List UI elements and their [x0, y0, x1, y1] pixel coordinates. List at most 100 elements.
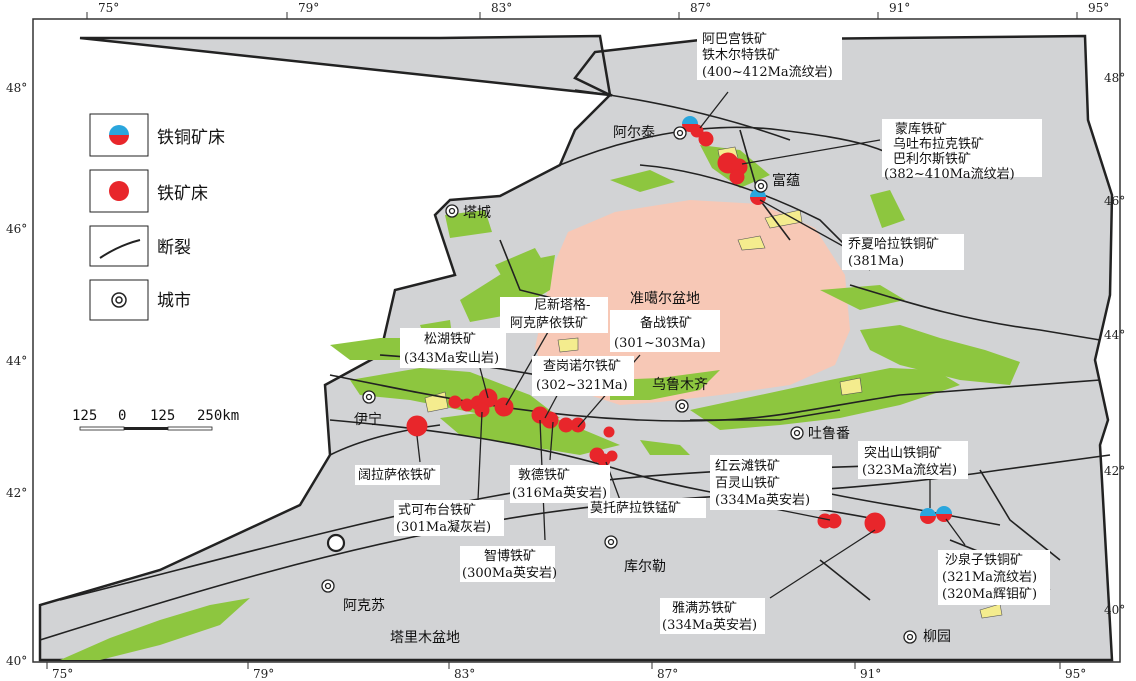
cities: [321, 126, 917, 644]
svg-text:伊宁: 伊宁: [354, 411, 382, 428]
svg-text:(302~321Ma): (302~321Ma): [536, 378, 628, 393]
svg-text:(382~410Ma流纹岩): (382~410Ma流纹岩): [884, 167, 1015, 182]
svg-text:城市: 城市: [157, 291, 191, 311]
svg-text:(301Ma凝灰岩): (301Ma凝灰岩): [396, 519, 491, 535]
svg-text:48°: 48°: [1104, 71, 1125, 85]
svg-text:75°: 75°: [52, 667, 73, 681]
svg-text:83°: 83°: [491, 1, 512, 15]
svg-text:79°: 79°: [298, 1, 319, 15]
city-icon: [903, 630, 917, 644]
svg-text:(301~303Ma): (301~303Ma): [614, 336, 706, 351]
svg-text:阿克萨依铁矿: 阿克萨依铁矿: [510, 316, 588, 331]
svg-text:蒙库铁矿: 蒙库铁矿: [895, 121, 947, 137]
legend: 铁铜矿床 铁矿床 断裂 城市: [89, 113, 225, 321]
svg-text:250km: 250km: [197, 408, 239, 424]
city-labels: 阿尔泰 富蕴 塔城 乌鲁木齐 吐鲁番 伊宁 库尔勒 阿克苏 柳园: [343, 125, 951, 645]
svg-text:尼新塔格-: 尼新塔格-: [534, 297, 590, 313]
svg-text:125: 125: [72, 408, 97, 424]
junggar-basin: [535, 200, 850, 405]
svg-text:(343Ma安山岩): (343Ma安山岩): [404, 351, 499, 366]
svg-text:40°: 40°: [1104, 603, 1125, 617]
svg-text:87°: 87°: [657, 667, 678, 681]
svg-text:42°: 42°: [1104, 464, 1125, 478]
svg-text:智博铁矿: 智博铁矿: [484, 549, 536, 564]
svg-text:铁铜矿床: 铁铜矿床: [157, 128, 225, 148]
svg-text:备战铁矿: 备战铁矿: [640, 315, 692, 331]
svg-text:75°: 75°: [98, 1, 119, 15]
svg-text:(300Ma英安岩): (300Ma英安岩): [462, 566, 557, 581]
city-icon: [790, 426, 804, 440]
svg-text:乌吐布拉克铁矿: 乌吐布拉克铁矿: [893, 136, 984, 152]
svg-text:阔拉萨依铁矿: 阔拉萨依铁矿: [358, 468, 436, 483]
svg-text:95°: 95°: [1065, 667, 1086, 681]
city-icon: [604, 535, 618, 549]
svg-text:40°: 40°: [6, 654, 27, 668]
svg-text:乌鲁木齐: 乌鲁木齐: [652, 377, 708, 393]
svg-text:(320Ma辉钼矿): (320Ma辉钼矿): [942, 587, 1037, 602]
svg-text:沙泉子铁铜矿: 沙泉子铁铜矿: [945, 552, 1023, 568]
svg-text:48°: 48°: [6, 81, 27, 95]
svg-text:雅满苏铁矿: 雅满苏铁矿: [672, 600, 737, 616]
city-icon: [445, 204, 459, 218]
svg-text:44°: 44°: [1104, 328, 1125, 342]
svg-text:(323Ma流纹岩): (323Ma流纹岩): [862, 463, 957, 478]
svg-text:松湖铁矿: 松湖铁矿: [424, 332, 476, 347]
city-icon: [111, 292, 127, 308]
svg-text:阿巴宫铁矿: 阿巴宫铁矿: [702, 32, 767, 47]
svg-text:库尔勒: 库尔勒: [624, 559, 666, 575]
frame-ticks: [46, 12, 1078, 669]
svg-text:乔夏哈拉铁铜矿: 乔夏哈拉铁铜矿: [848, 237, 939, 252]
svg-text:46°: 46°: [6, 222, 27, 236]
svg-text:吐鲁番: 吐鲁番: [808, 426, 850, 442]
svg-text:莫托萨拉铁锰矿: 莫托萨拉铁锰矿: [590, 501, 681, 516]
svg-text:125: 125: [150, 408, 175, 424]
svg-text:柳园: 柳园: [923, 628, 951, 645]
svg-text:(334Ma英安岩): (334Ma英安岩): [715, 493, 810, 508]
svg-text:(334Ma英安岩): (334Ma英安岩): [662, 618, 757, 633]
svg-text:83°: 83°: [454, 667, 475, 681]
svg-text:87°: 87°: [690, 1, 711, 15]
svg-text:0: 0: [118, 408, 126, 424]
city-icon: [673, 126, 687, 140]
svg-text:断裂: 断裂: [157, 238, 191, 258]
svg-text:79°: 79°: [253, 667, 274, 681]
svg-text:44°: 44°: [6, 354, 27, 368]
city-icon: [362, 390, 376, 404]
tick-labels: 75° 79° 83° 87° 91° 95° 75° 79° 83° 87° …: [6, 1, 1125, 681]
svg-text:阿克苏: 阿克苏: [343, 598, 385, 614]
city-icon: [675, 399, 689, 413]
fe-deposit-icon: [109, 181, 129, 201]
svg-text:塔城: 塔城: [463, 205, 491, 221]
svg-text:巴利尔斯铁矿: 巴利尔斯铁矿: [893, 152, 971, 167]
svg-text:阿尔泰: 阿尔泰: [613, 125, 655, 141]
svg-text:95°: 95°: [1088, 1, 1109, 15]
svg-text:红云滩铁矿: 红云滩铁矿: [715, 458, 780, 474]
svg-text:铁木尔特铁矿: 铁木尔特铁矿: [702, 48, 780, 63]
svg-text:查岗诺尔铁矿: 查岗诺尔铁矿: [543, 359, 621, 374]
svg-text:(321Ma流纹岩): (321Ma流纹岩): [942, 570, 1037, 585]
svg-text:富蕴: 富蕴: [772, 172, 800, 189]
svg-text:42°: 42°: [6, 486, 27, 500]
fault-icon: [99, 239, 141, 259]
svg-text:91°: 91°: [860, 667, 881, 681]
svg-text:突出山铁铜矿: 突出山铁铜矿: [864, 445, 942, 461]
svg-text:铁矿床: 铁矿床: [157, 184, 208, 204]
annotations: 阿巴宫铁矿 铁木尔特铁矿 (400~412Ma流纹岩) 蒙库铁矿 乌吐布拉克铁矿…: [355, 28, 1050, 634]
svg-text:敦德铁矿: 敦德铁矿: [518, 467, 570, 483]
svg-text:(381Ma): (381Ma): [848, 254, 904, 269]
scale-bar: 125 0 125 250km: [72, 408, 239, 431]
svg-text:(316Ma英安岩): (316Ma英安岩): [512, 486, 607, 501]
city-icon: [754, 179, 768, 193]
deposits: [406, 116, 952, 534]
city-icon: [326, 533, 346, 553]
junggar-basin-label: 准噶尔盆地: [630, 291, 700, 307]
svg-text:(400~412Ma流纹岩): (400~412Ma流纹岩): [702, 65, 833, 80]
city-icon: [321, 579, 335, 593]
fe-cu-deposit-icon: [109, 125, 129, 145]
svg-text:百灵山铁矿: 百灵山铁矿: [715, 476, 780, 491]
svg-text:91°: 91°: [889, 1, 910, 15]
svg-text:46°: 46°: [1104, 194, 1125, 208]
tarim-basin-label: 塔里木盆地: [390, 630, 460, 646]
svg-text:式可布台铁矿: 式可布台铁矿: [398, 503, 476, 518]
